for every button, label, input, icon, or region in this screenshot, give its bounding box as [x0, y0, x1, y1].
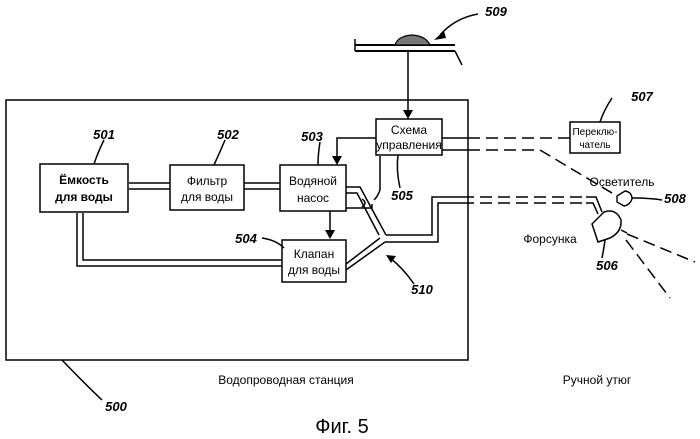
filter-line2: для воды [181, 190, 233, 204]
leader-510 [390, 258, 414, 284]
control-line1: Схема [391, 123, 427, 137]
ref-508: 508 [664, 191, 686, 206]
leader-500 [62, 360, 102, 400]
sensor-assembly [355, 35, 462, 119]
tank-line2: для воды [55, 190, 113, 204]
valve-line2: для воды [288, 263, 340, 277]
leader-502 [214, 140, 225, 165]
leader-506 [602, 240, 605, 258]
ref-503: 503 [301, 129, 323, 144]
iron-caption: Ручной утюг [563, 373, 632, 387]
block-control: Схема управления [376, 119, 442, 155]
switch-line1: Переклю- [572, 127, 617, 138]
block-switch: Переклю- чатель [570, 122, 620, 153]
leader-505 [397, 155, 400, 188]
ref-510: 510 [411, 282, 433, 297]
ref-504: 504 [235, 231, 257, 246]
leader-503 [318, 142, 320, 165]
pipe-pump-junction [346, 187, 386, 235]
ref-505: 505 [391, 188, 413, 203]
station-caption: Водопроводная станция [218, 373, 353, 387]
nozzle-icon [592, 211, 695, 298]
pump-line1: Водяной [289, 174, 337, 188]
ref-509: 509 [485, 4, 507, 19]
block-valve: Клапан для воды [282, 240, 346, 282]
ref-502: 502 [217, 127, 239, 142]
control-line2: управления [376, 138, 441, 152]
pipe-filter-pump [244, 183, 280, 189]
sensor-leader-arrow [440, 14, 478, 35]
block-tank: Ёмкость для воды [40, 164, 128, 212]
valve-line1: Клапан [294, 247, 334, 261]
leader-501 [94, 140, 104, 164]
filter-line1: Фильтр [187, 174, 228, 188]
switch-line2: чатель [579, 140, 610, 151]
pipe-tank-filter [129, 183, 170, 189]
ref-506: 506 [596, 258, 618, 273]
pump-line2: насос [297, 191, 329, 205]
leader-504 [262, 238, 284, 248]
leader-508 [632, 198, 662, 200]
figure-caption: Фиг. 5 [315, 416, 368, 438]
leader-507 [600, 98, 612, 122]
nozzle-label: Форсунка [523, 232, 577, 246]
ref-500: 500 [105, 399, 127, 414]
control-to-pump [332, 138, 376, 165]
illuminator-icon [617, 191, 632, 206]
ref-501: 501 [93, 127, 115, 142]
tank-line1: Ёмкость [59, 172, 109, 187]
ref-507: 507 [631, 89, 653, 104]
illuminator-label: Осветитель [590, 175, 655, 189]
block-filter: Фильтр для воды [170, 165, 244, 210]
pipe-valve-junction [346, 238, 385, 270]
block-pump: Водяной насос [280, 165, 346, 211]
